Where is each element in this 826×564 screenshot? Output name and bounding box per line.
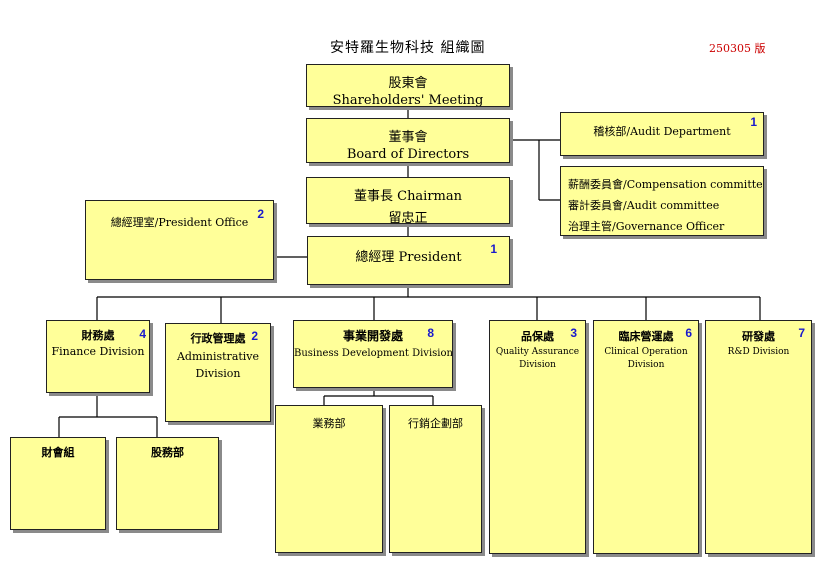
version-label: 250305 版 [709, 42, 766, 55]
rd-division-count: 7 [798, 326, 805, 340]
admin-division-zh: 行政管理處 [190, 332, 246, 345]
board-en: Board of Directors [346, 147, 470, 162]
bizdev-division-zh: 事業開發處 [342, 329, 403, 343]
governance-officer: 治理主管/Governance Officer [568, 220, 725, 233]
clinical-division-en1: Clinical Operation [604, 347, 688, 357]
finance-division-en: Finance Division [51, 345, 145, 358]
committee-audit: 審計委員會/Audit committee [568, 199, 720, 212]
finance-division-box[interactable]: 財務處 Finance Division 4 [46, 320, 150, 393]
president-office-count: 2 [257, 207, 264, 221]
accounting-group-box[interactable]: 財會組 [10, 437, 106, 530]
chart-title: 安特羅生物科技 組織圖 [330, 40, 486, 56]
finance-division-zh: 財務處 [81, 329, 115, 342]
board-zh: 董事會 [388, 130, 428, 145]
bizdev-division-en: Business Development Division [294, 348, 453, 359]
committees-box[interactable]: 薪酬委員會/Compensation committee 審計委員會/Audit… [560, 166, 764, 236]
president-office-label: 總經理室/President Office [110, 216, 249, 229]
qa-division-en1: Quality Assurance [495, 347, 580, 357]
bizdev-division-count: 8 [427, 326, 434, 340]
president-box[interactable]: 總經理 President 1 [307, 236, 510, 285]
president-label: 總經理 President [355, 250, 462, 265]
admin-division-en1: Administrative [176, 350, 260, 363]
chairman-name: 留忠正 [388, 211, 428, 224]
bizdev-division-box[interactable]: 事業開發處 Business Development Division 8 [293, 320, 453, 388]
board-box[interactable]: 董事會 Board of Directors [306, 118, 510, 163]
clinical-division-zh: 臨床營運處 [618, 330, 674, 343]
audit-department-label: 稽核部/Audit Department [593, 125, 731, 138]
marketing-department-box[interactable]: 行銷企劃部 [389, 405, 482, 553]
qa-division-en2: Division [519, 360, 556, 370]
rd-division-box[interactable]: 研發處 R&D Division 7 [705, 320, 812, 554]
committee-compensation: 薪酬委員會/Compensation committee [568, 178, 764, 191]
rd-division-en: R&D Division [727, 347, 790, 357]
stock-affairs-box[interactable]: 股務部 [116, 437, 219, 530]
admin-division-en2: Division [195, 367, 241, 380]
qa-division-box[interactable]: 品保處 Quality Assurance Division 3 [489, 320, 586, 554]
sales-department-box[interactable]: 業務部 [275, 405, 383, 553]
president-office-box[interactable]: 總經理室/President Office 2 [85, 200, 274, 280]
clinical-division-box[interactable]: 臨床營運處 Clinical Operation Division 6 [593, 320, 699, 554]
finance-division-count: 4 [139, 327, 146, 341]
shareholders-zh: 股東會 [388, 76, 428, 91]
shareholders-box[interactable]: 股東會 Shareholders' Meeting [306, 64, 510, 107]
stock-affairs-label: 股務部 [151, 446, 184, 459]
president-count: 1 [490, 242, 497, 256]
admin-division-count: 2 [251, 329, 258, 343]
chairman-title: 董事長 Chairman [353, 189, 463, 204]
qa-division-zh: 品保處 [521, 330, 554, 343]
shareholders-en: Shareholders' Meeting [332, 93, 484, 107]
accounting-group-label: 財會組 [41, 446, 75, 459]
audit-department-count: 1 [750, 115, 757, 129]
chairman-box[interactable]: 董事長 Chairman 留忠正 [306, 177, 510, 224]
clinical-division-en2: Division [627, 360, 665, 370]
audit-department-box[interactable]: 稽核部/Audit Department 1 [560, 112, 764, 156]
qa-division-count: 3 [570, 326, 577, 340]
rd-division-zh: 研發處 [742, 330, 775, 343]
marketing-department-label: 行銷企劃部 [408, 417, 463, 430]
admin-division-box[interactable]: 行政管理處 Administrative Division 2 [165, 323, 271, 422]
sales-department-label: 業務部 [312, 417, 346, 430]
clinical-division-count: 6 [685, 326, 692, 340]
